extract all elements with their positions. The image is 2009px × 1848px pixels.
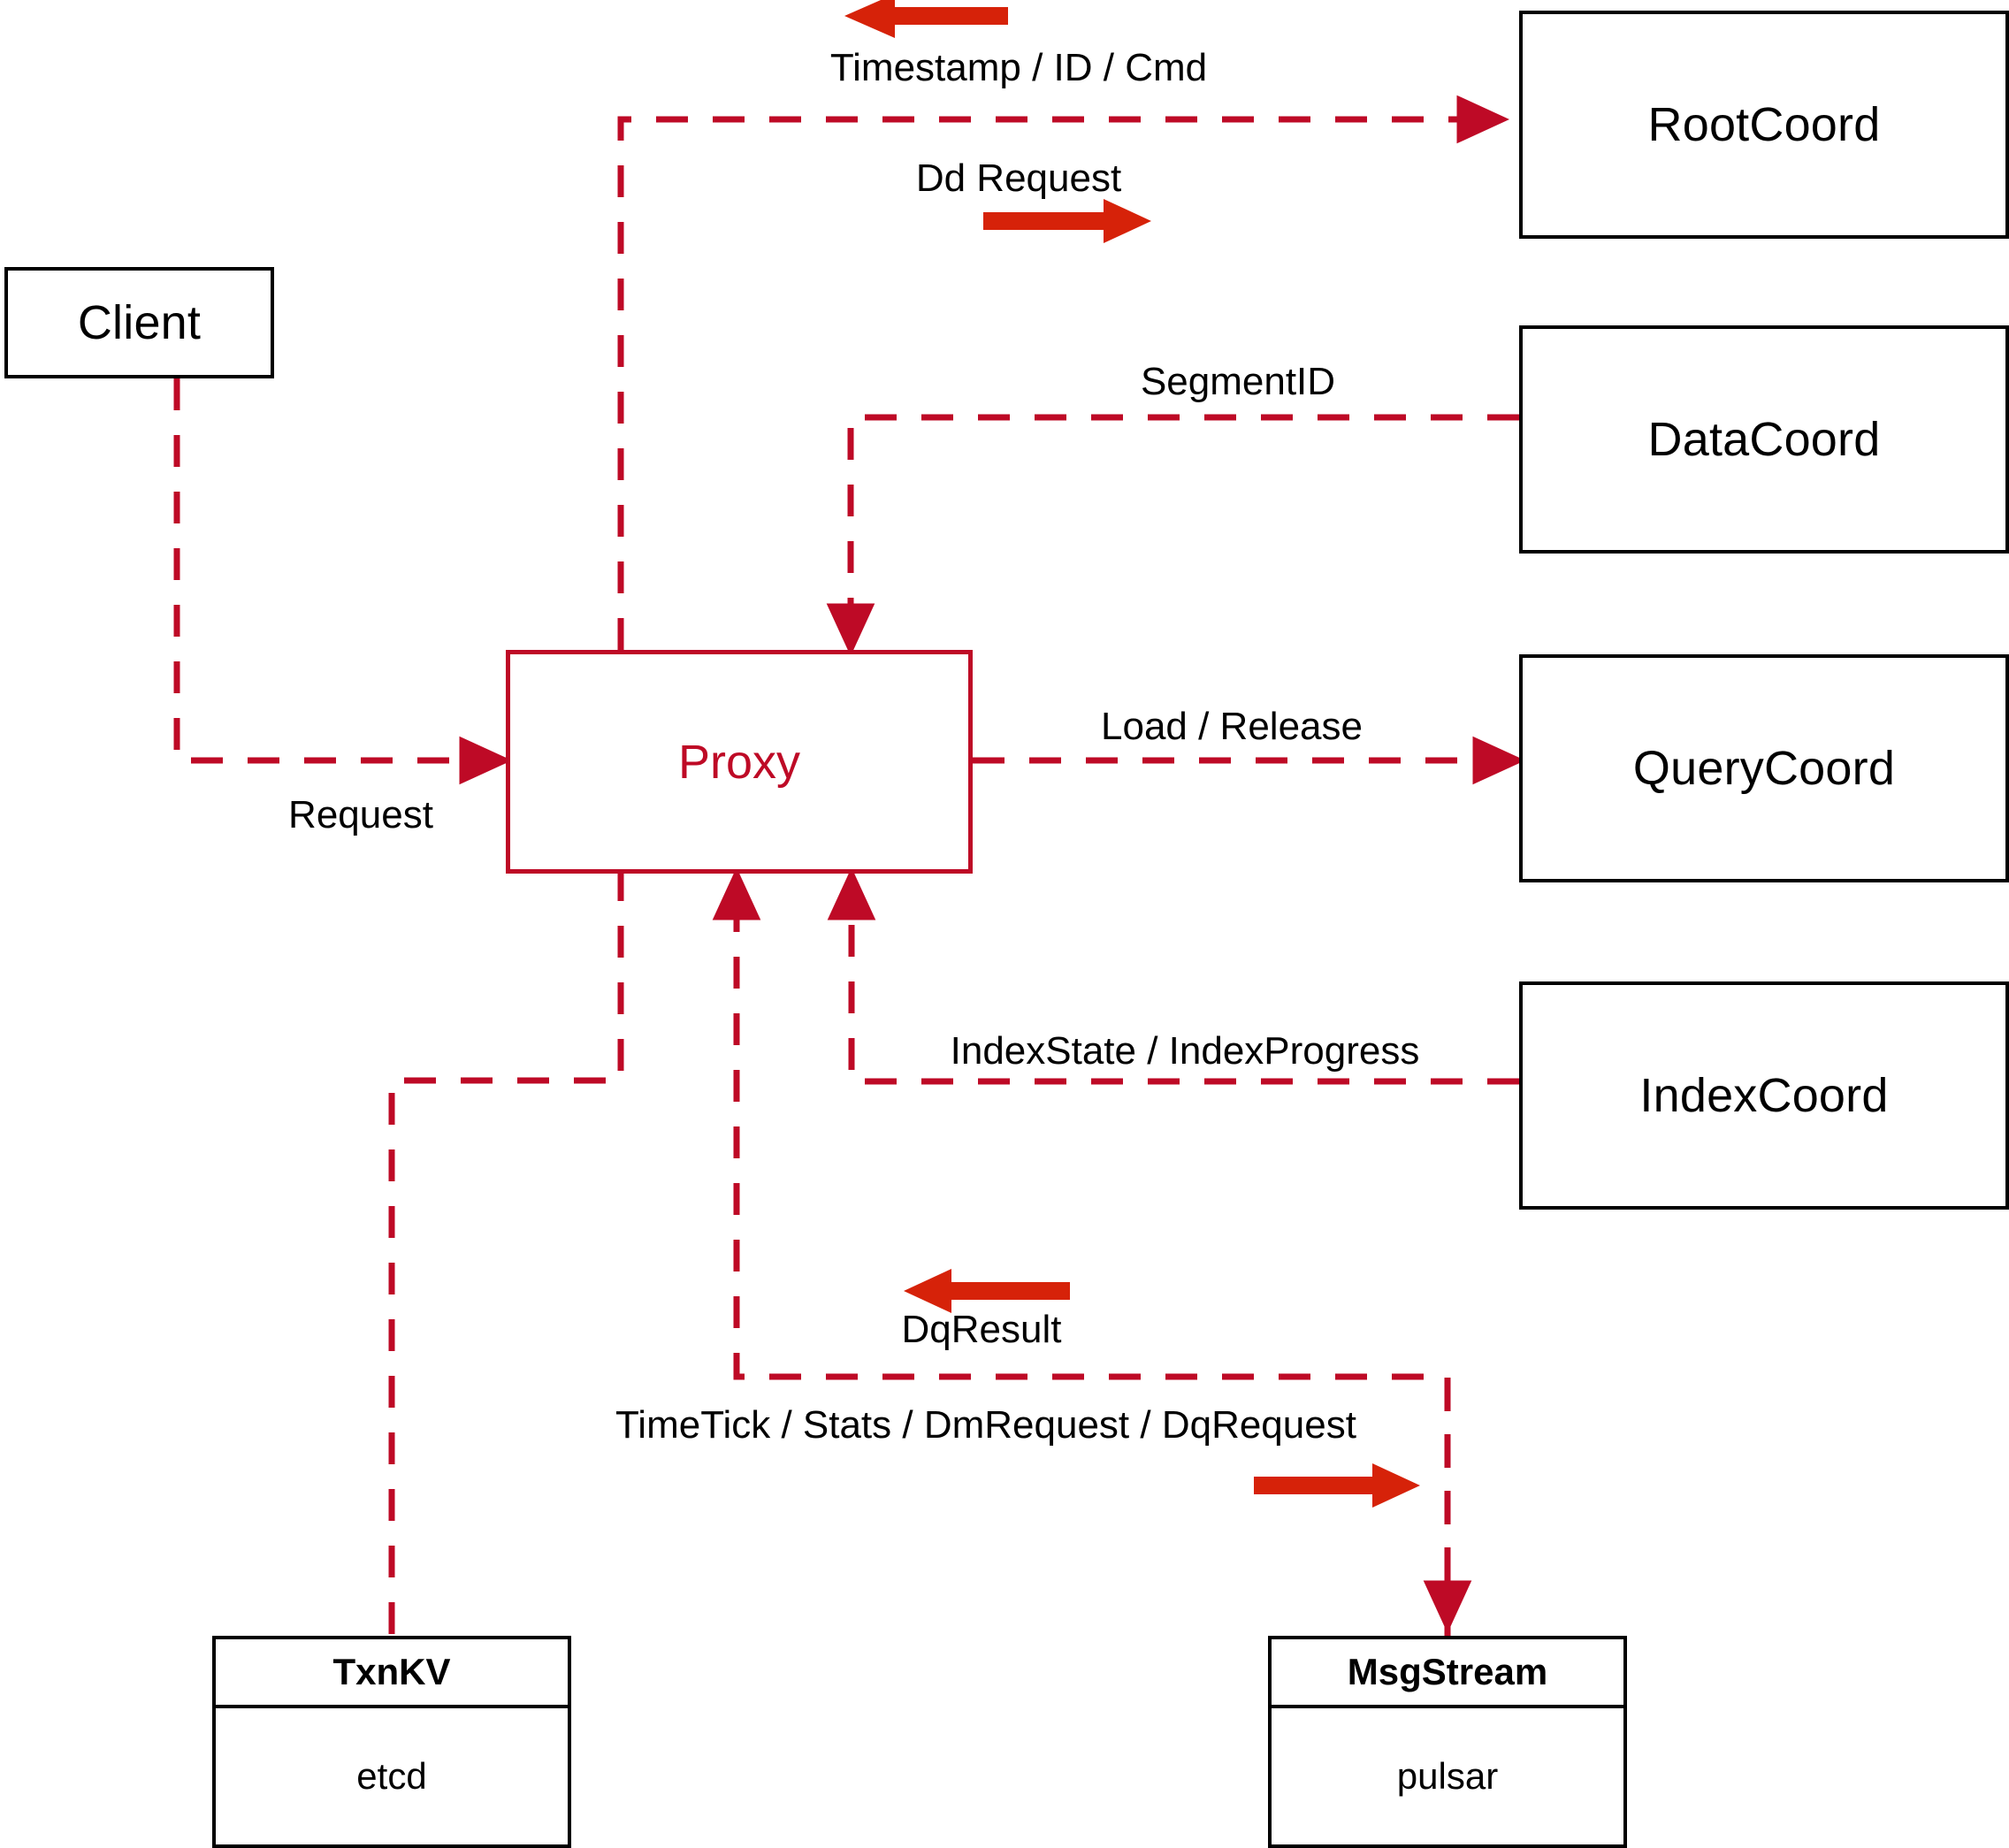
edge-label-timetick-stats: TimeTick / Stats / DmRequest / DqRequest xyxy=(615,1403,1356,1447)
node-txnkv[interactable]: TxnKV etcd xyxy=(212,1636,571,1848)
node-txnkv-header: TxnKV xyxy=(216,1639,568,1708)
edge-client-proxy xyxy=(173,378,512,785)
node-txnkv-body: etcd xyxy=(356,1755,427,1797)
node-proxy[interactable]: Proxy xyxy=(506,650,973,874)
node-msgstream-header: MsgStream xyxy=(1272,1639,1623,1708)
edge-label-index-state-progress: IndexState / IndexProgress xyxy=(950,1029,1420,1073)
node-msgstream-body: pulsar xyxy=(1396,1755,1499,1797)
node-rootcoord-label: RootCoord xyxy=(1647,98,1881,151)
edge-label-dd-request: Dd Request xyxy=(915,157,1122,200)
edge-indexcoord-proxy xyxy=(827,867,1519,1085)
node-client-label: Client xyxy=(77,296,202,349)
edge-label-load-release: Load / Release xyxy=(1101,705,1363,748)
node-datacoord[interactable]: DataCoord xyxy=(1519,325,2009,554)
node-client[interactable]: Client xyxy=(4,267,274,378)
direction-arrow-dd-request-right xyxy=(983,199,1151,243)
node-msgstream[interactable]: MsgStream pulsar xyxy=(1268,1636,1627,1848)
edge-label-segment-id: SegmentID xyxy=(1140,360,1336,403)
edge-proxy-rootcoord xyxy=(596,95,1509,697)
node-rootcoord[interactable]: RootCoord xyxy=(1519,11,2009,239)
node-querycoord-label: QueryCoord xyxy=(1632,742,1896,795)
edge-label-dq-result: DqResult xyxy=(901,1308,1062,1351)
edge-label-timestamp-id-cmd: Timestamp / ID / Cmd xyxy=(829,46,1208,89)
edge-datacoord-proxy xyxy=(826,414,1519,656)
node-indexcoord[interactable]: IndexCoord xyxy=(1519,981,2009,1210)
node-datacoord-label: DataCoord xyxy=(1647,413,1881,466)
node-proxy-label: Proxy xyxy=(677,735,801,789)
node-indexcoord-label: IndexCoord xyxy=(1639,1069,1889,1122)
direction-arrow-timetick-right xyxy=(1254,1463,1420,1508)
edge-proxy-msgstream xyxy=(712,867,1472,1636)
edge-proxy-txnkv xyxy=(388,869,624,1636)
direction-arrow-timestamp-left xyxy=(844,0,1008,38)
direction-arrow-dq-result-left xyxy=(904,1269,1070,1313)
node-querycoord[interactable]: QueryCoord xyxy=(1519,654,2009,882)
edge-label-request: Request xyxy=(288,793,433,836)
